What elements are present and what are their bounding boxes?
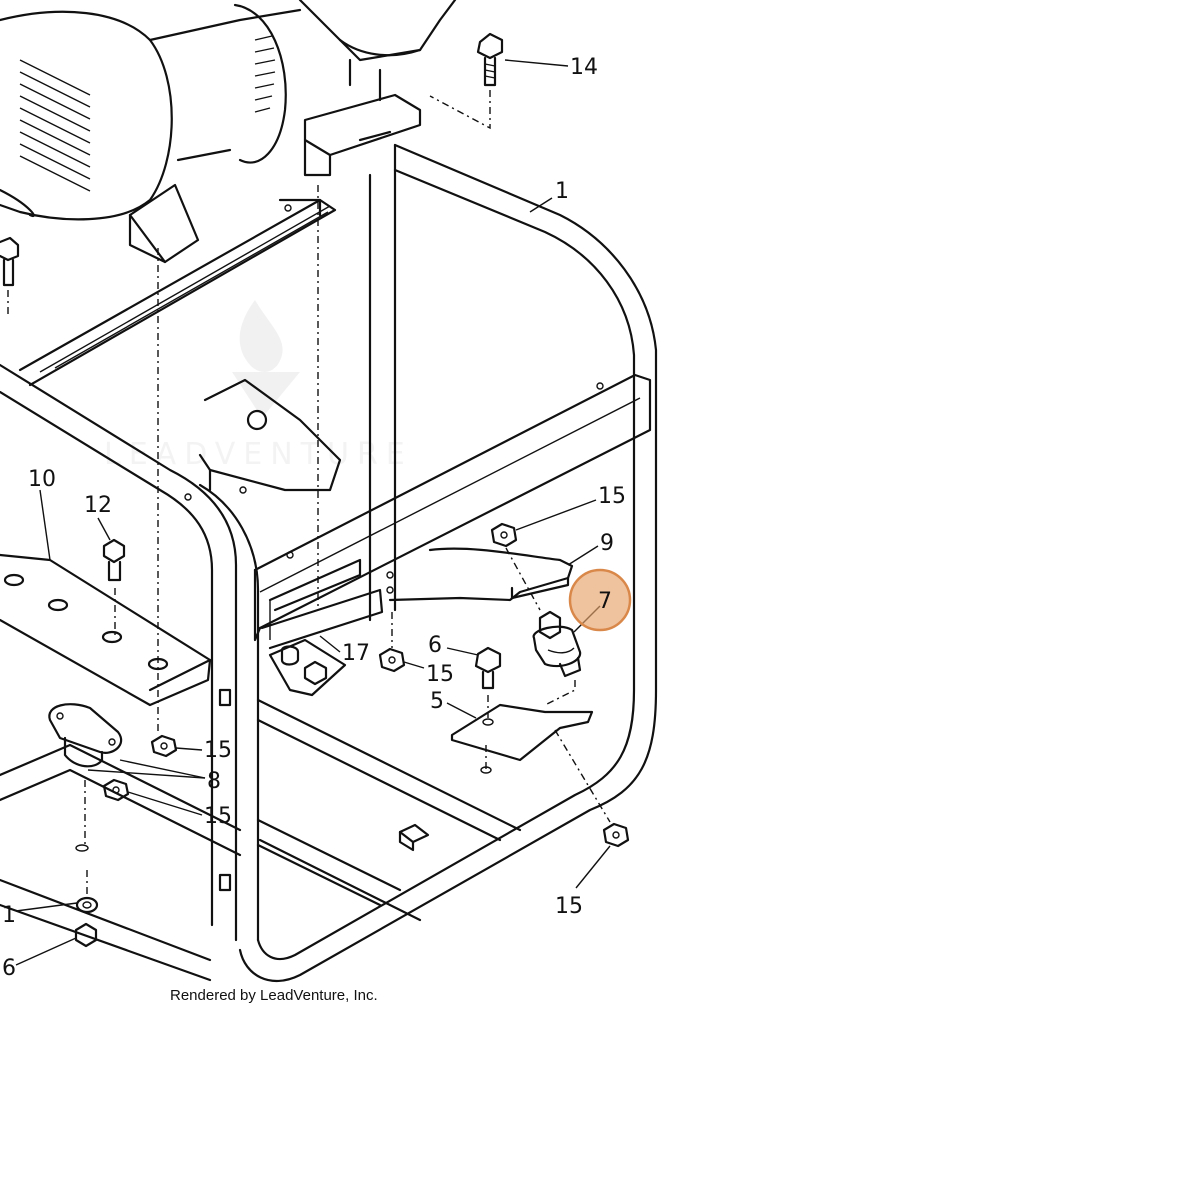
nut-15-upper-right <box>490 499 597 611</box>
callout-6: 6 <box>428 633 442 658</box>
bracket-9 <box>388 545 599 602</box>
callout-15-left-lower: 15 <box>204 804 232 829</box>
callout-10: 10 <box>28 467 56 492</box>
callout-14: 14 <box>570 55 598 80</box>
isolator-7 <box>532 605 601 706</box>
callout-17: 17 <box>342 641 370 666</box>
render-credit: Rendered by LeadVenture, Inc. <box>170 987 378 1004</box>
nut-15-center <box>378 612 425 673</box>
callout-15-center: 15 <box>426 662 454 687</box>
bracket-5 <box>446 702 611 823</box>
mount-17 <box>268 635 347 697</box>
highlight-7: 7 <box>568 568 632 632</box>
callout-15-bottom-right: 15 <box>555 894 583 919</box>
nut-6-bottom <box>15 922 98 966</box>
callout-9: 9 <box>600 531 614 556</box>
watermark-text: LEADVENTURE <box>104 437 413 472</box>
bolt-6 <box>446 646 502 718</box>
bolt-12 <box>97 517 126 635</box>
nut-15-left-lower <box>102 778 203 816</box>
callout-1-bottom: 1 <box>2 903 16 928</box>
callout-7: 7 <box>598 589 612 614</box>
leader-1 <box>529 197 553 213</box>
callout-1: 1 <box>555 179 569 204</box>
callout-5: 5 <box>430 689 444 714</box>
engine-assembly <box>0 0 457 264</box>
callout-15-left-upper: 15 <box>204 738 232 763</box>
bolt-14 <box>429 32 569 130</box>
callout-6-bottom: 6 <box>2 956 16 981</box>
bracket-10 <box>0 489 212 707</box>
watermark-logo: LEADVENTURE <box>104 300 413 472</box>
highlight-ring <box>568 568 632 632</box>
nut-15-left-upper <box>150 734 203 758</box>
generator-frame <box>0 143 658 983</box>
nut-15-bottom-right <box>575 822 630 889</box>
bolt-left-edge <box>0 236 20 318</box>
callout-12: 12 <box>84 493 112 518</box>
callout-8: 8 <box>207 769 221 794</box>
washer-1-bottom <box>15 870 99 914</box>
isolator-8 <box>48 703 206 852</box>
callout-15-upper-right: 15 <box>598 484 626 509</box>
